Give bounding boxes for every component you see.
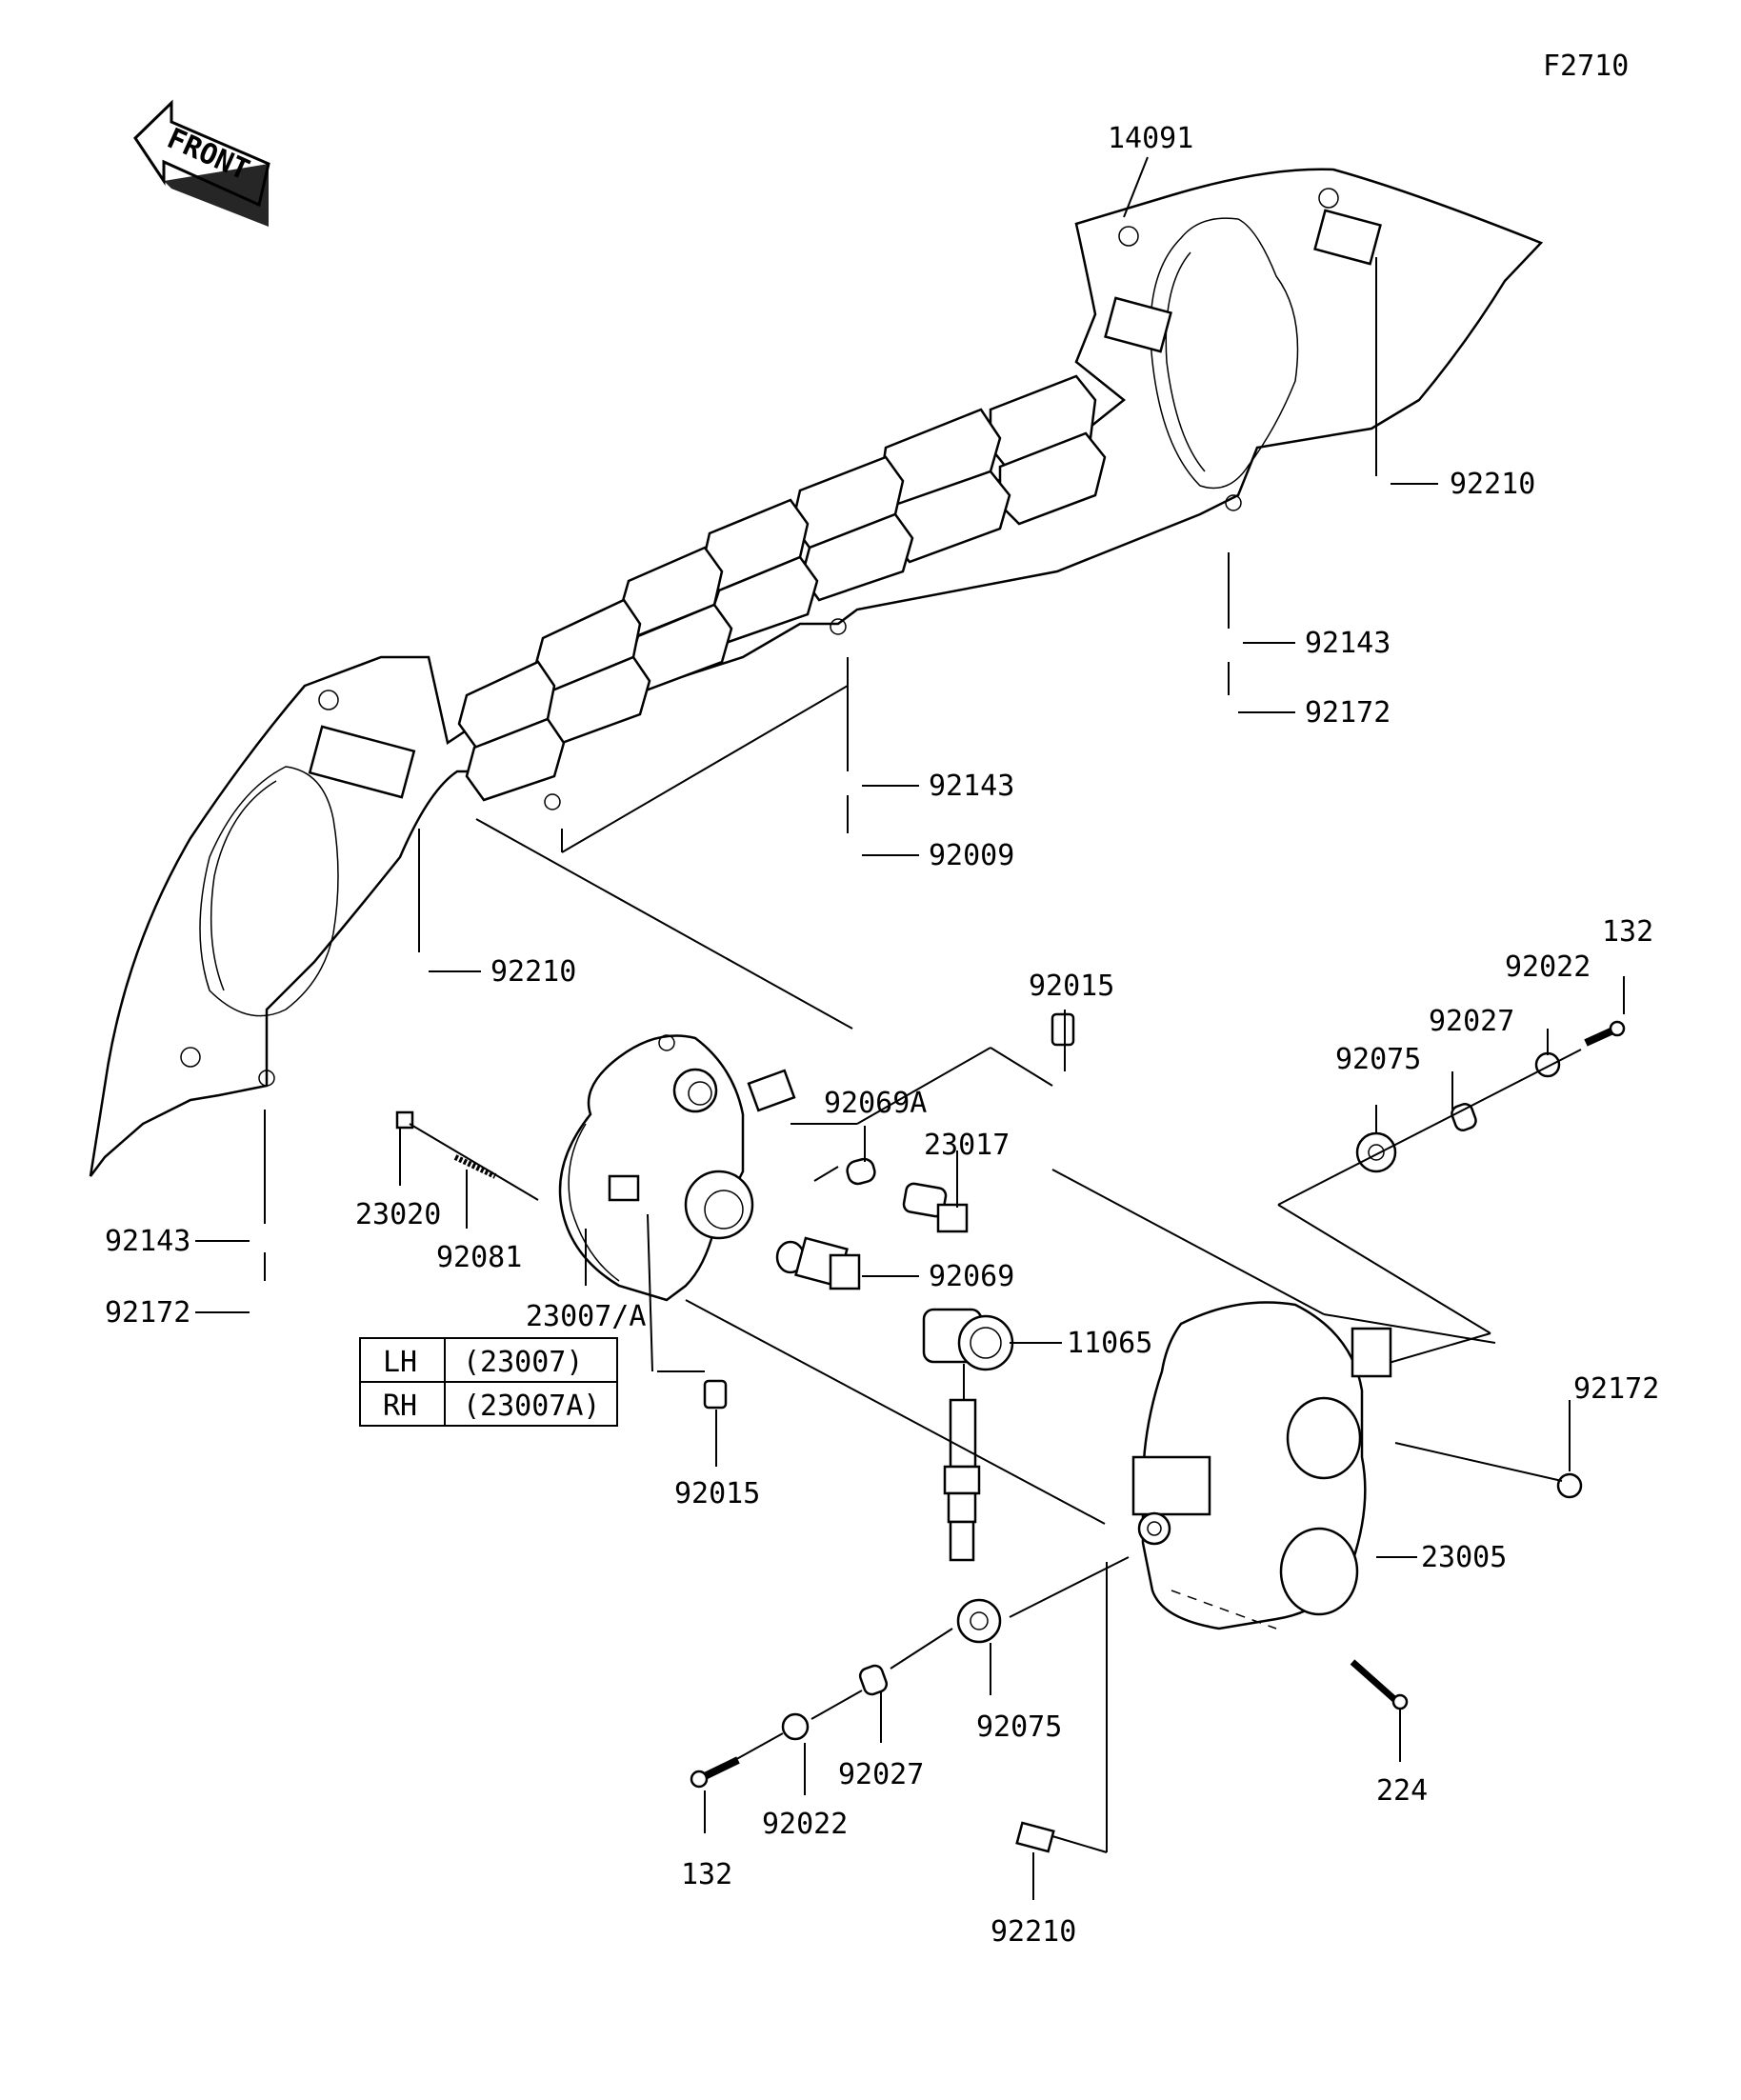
callout-14091: 14091 [1108,122,1193,155]
callout-92009: 92009 [929,839,1014,872]
socket-11065 [922,1308,1014,1562]
headlamp-lh [558,1034,796,1302]
callout-132-bottom: 132 [681,1858,732,1891]
callout-92210-top: 92210 [1450,468,1535,501]
side-table: LH (23007) RH (23007A) [359,1337,618,1427]
bottom-fasteners [690,1556,1417,1900]
spring-92081 [453,1154,497,1179]
bulb-92069 [775,1236,861,1290]
right-fasteners [1277,976,1626,1499]
callout-11065: 11065 [1067,1327,1152,1360]
upper-cowl [89,168,1544,1177]
callout-23005: 23005 [1421,1541,1507,1574]
figure-id: F2710 [1543,50,1629,83]
callout-92022-bottom: 92022 [762,1808,848,1841]
callout-92172-lower-right: 92172 [1573,1372,1659,1406]
table-side-rh: RH [383,1390,417,1423]
callout-92015-top: 92015 [1029,970,1114,1003]
callout-23017: 23017 [924,1129,1010,1162]
table-side-lh: LH [383,1346,417,1379]
leader-lines-middle [399,1010,1496,1525]
callout-92143-right: 92143 [1305,627,1391,660]
callout-labels: 14091 92210 92143 92172 92143 92009 9221… [105,122,1659,1949]
callout-92172-left: 92172 [105,1296,190,1330]
callout-23007a: 23007/A [526,1300,646,1333]
callout-92172-right: 92172 [1305,696,1391,730]
callout-132-right: 132 [1602,915,1653,949]
callout-92081: 92081 [436,1241,522,1274]
clip-92015-b [703,1379,728,1410]
callout-92069a: 92069A [824,1087,927,1120]
table-part-rh: (23007A) [463,1390,601,1423]
callout-92015-bottom: 92015 [674,1477,760,1510]
callout-92075-bottom: 92075 [976,1710,1062,1744]
callout-92143-center: 92143 [929,770,1014,803]
callout-92027-right: 92027 [1429,1005,1514,1038]
clip-92015-a [1051,1012,1075,1047]
callout-92069: 92069 [929,1260,1014,1293]
callout-92143-left: 92143 [105,1225,190,1258]
table-part-lh: (23007) [463,1346,583,1379]
leader-lines-upper [195,156,1438,1313]
bulb-23017 [902,1182,969,1233]
bulb-92069a [846,1157,876,1186]
headlamp-rh [1131,1301,1409,1710]
front-arrow-icon: FRONT [133,99,270,227]
part-23020 [395,1110,414,1130]
callout-92075-right: 92075 [1335,1043,1421,1076]
callout-92210-left: 92210 [490,955,576,989]
grille [457,374,1107,802]
callout-23020: 23020 [355,1198,441,1231]
callout-92210-bottom: 92210 [991,1915,1076,1949]
callout-92022-right: 92022 [1505,950,1591,984]
callout-224: 224 [1376,1774,1428,1808]
callout-92027-bottom: 92027 [838,1758,924,1791]
